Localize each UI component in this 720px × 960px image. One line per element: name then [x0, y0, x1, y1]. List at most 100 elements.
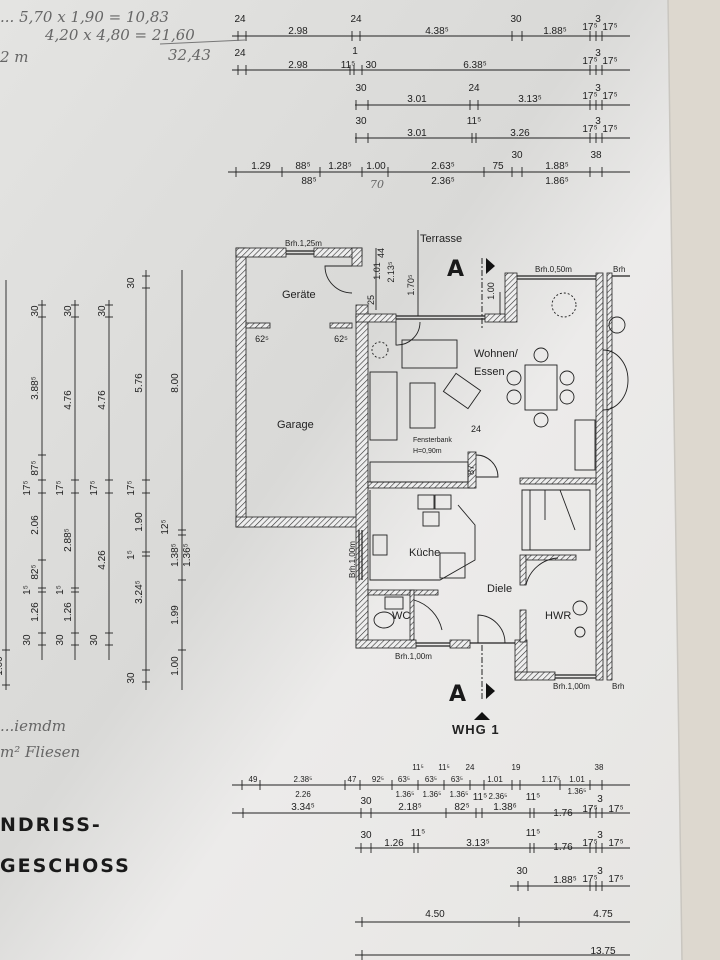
- bottom-dimension-label: 30: [360, 830, 372, 841]
- top-dimension-label: 75: [492, 161, 504, 172]
- bottom-dimension-label: 63⁵: [451, 775, 463, 784]
- top-dimension-label: 2.98: [288, 26, 308, 37]
- window-label-garage: Brh.1,25m: [285, 239, 322, 248]
- top-dimension-label: 2.98: [288, 60, 308, 71]
- bottom-dimension-label: 2.36⁵: [489, 792, 508, 801]
- bottom-dimension-label: 1.26: [384, 838, 404, 849]
- bottom-dimension-label: 3.13⁵: [466, 838, 490, 849]
- bottom-dimension-label: 1.36⁵: [450, 790, 469, 799]
- top-dimension-label: 3: [595, 48, 601, 59]
- bottom-dimension-label: 2.18⁵: [398, 802, 422, 813]
- bottom-dimension-label: 17⁵: [608, 874, 623, 885]
- bottom-dimension-label: 1.36⁵: [423, 790, 442, 799]
- top-dimension-label: 1.00: [366, 161, 386, 172]
- top-dimension-label: 17⁵: [582, 91, 597, 102]
- left-dimension-label: 2.88⁵: [63, 528, 74, 552]
- left-dimension-label: 30: [30, 305, 41, 317]
- bottom-dimension-label: 38: [595, 763, 604, 772]
- furniture: [324, 265, 629, 644]
- bottom-dimension-label: 17⁵: [582, 838, 597, 849]
- top-dimension-label: 88⁵: [301, 176, 316, 187]
- window-label-right: Brh: [613, 265, 625, 274]
- top-dimension-label: 1.88⁵: [545, 161, 569, 172]
- inner-dimension-label: 1.70⁵: [406, 274, 416, 296]
- bottom-dimension-label: 24: [466, 763, 475, 772]
- left-dimension-label: 17⁵: [22, 480, 33, 495]
- bottom-dimension-label: 11⁵: [411, 828, 426, 839]
- window-label-bottom-right: Brh: [612, 682, 624, 691]
- top-dimension-label: 11⁵: [341, 60, 356, 71]
- bottom-dimension-label: 17⁵: [582, 804, 597, 815]
- top-dimension-label: 3: [595, 116, 601, 127]
- top-dimension-label: 17⁵: [602, 56, 617, 67]
- left-dimension-label: 1.00: [0, 656, 5, 676]
- left-dimension-label: 17⁵: [126, 480, 137, 495]
- bottom-dimension-label: 3.34⁵: [291, 802, 315, 813]
- note-unit: 2 m: [0, 48, 29, 66]
- top-dimension-label: 24: [234, 48, 246, 59]
- left-dimension-label: 1⁵: [22, 585, 33, 595]
- bottom-dimension-label: 30: [360, 796, 372, 807]
- bottom-dimension-label: 13.75: [590, 946, 615, 957]
- left-dimension-label: 30: [126, 277, 137, 289]
- left-dimension-label: 82⁵: [30, 564, 41, 579]
- room-essen: Essen: [474, 366, 505, 378]
- bottom-dimension-label: 2.26: [295, 790, 311, 799]
- top-dimension-label: 17⁵: [582, 22, 597, 33]
- top-dimension-label: 38: [590, 150, 602, 161]
- room-garage: Garage: [277, 419, 314, 431]
- top-dimension-label: 3.13⁵: [518, 94, 542, 105]
- bottom-dimension-label: 3: [597, 830, 603, 841]
- bottom-dimension-label: 11⁵: [412, 763, 424, 772]
- left-dimension-label: 8.00: [170, 373, 181, 393]
- left-dimension-label: 1.26: [30, 602, 41, 622]
- bottom-dimension-label: 11⁵: [526, 828, 541, 839]
- left-dimension-label: 12⁵: [160, 519, 171, 534]
- bottom-dimension-label: 63⁵: [398, 775, 410, 784]
- inner-dimension-label: 25: [366, 295, 376, 305]
- bottom-dimension-label: 1.76: [553, 808, 573, 819]
- room-kueche: Küche: [409, 547, 440, 559]
- bottom-dimension-label: 4.75: [593, 909, 613, 920]
- top-dimension-label: 3.01: [407, 94, 427, 105]
- left-dimension-label: 30: [55, 634, 66, 646]
- bottom-dimension-label: 11⁵: [526, 792, 541, 803]
- bottom-dimension-label: 1.76: [553, 842, 573, 853]
- bottom-dimension-label: 3: [597, 794, 603, 805]
- left-dimension-label: 1⁵: [126, 550, 137, 560]
- inner-dimension-label: 62⁵: [255, 334, 269, 344]
- left-dimension-label: 4.26: [97, 550, 108, 570]
- top-dimension-label: 17⁵: [582, 124, 597, 135]
- inner-dimension-label: 62⁵: [334, 334, 348, 344]
- top-dimension-label: 24: [350, 14, 362, 25]
- bottom-dimension-label: 1.36⁵: [396, 790, 415, 799]
- inner-dimension-label: 24: [471, 424, 481, 434]
- plan-title-line-2: GESCHOSS: [0, 855, 131, 877]
- note-line-1: ... 5,70 x 1,90 = 10,83: [0, 8, 169, 26]
- left-dimension-label: 4.76: [97, 390, 108, 410]
- top-dimension-label: 2.63⁵: [431, 161, 455, 172]
- left-dimension-label: 1.90: [134, 512, 145, 532]
- left-dimension-label: 1.36⁵: [182, 543, 193, 567]
- left-dimension-label: 3.24⁵: [134, 580, 145, 604]
- bottom-dimension-label: 49: [249, 775, 258, 784]
- top-dimension-label: 1.29: [251, 161, 271, 172]
- room-labels: Geräte Garage Wohnen/ Essen Küche WC Die…: [277, 233, 571, 622]
- inner-dimension-label: 44: [376, 248, 386, 258]
- bottom-dimension-label: 63⁵: [425, 775, 437, 784]
- left-dimension-label: 87⁵: [30, 460, 41, 475]
- inner-dimension-label: 2.13⁵: [386, 261, 396, 283]
- room-diele: Diele: [487, 583, 512, 595]
- left-dimension-label: 1.38⁵: [170, 543, 181, 567]
- section-marker-bottom: A: [449, 682, 466, 707]
- left-dimension-label: 30: [97, 305, 108, 317]
- handwritten-notes: ... 5,70 x 1,90 = 10,83 4,20 x 4,80 = 21…: [0, 8, 384, 761]
- left-dimension-label: 1.26: [63, 602, 74, 622]
- top-dimension-label: 3.26: [510, 128, 530, 139]
- top-dimension-label: 3: [595, 14, 601, 25]
- left-dimension-label: 4.76: [63, 390, 74, 410]
- bottom-dimension-label: 4.50: [425, 909, 445, 920]
